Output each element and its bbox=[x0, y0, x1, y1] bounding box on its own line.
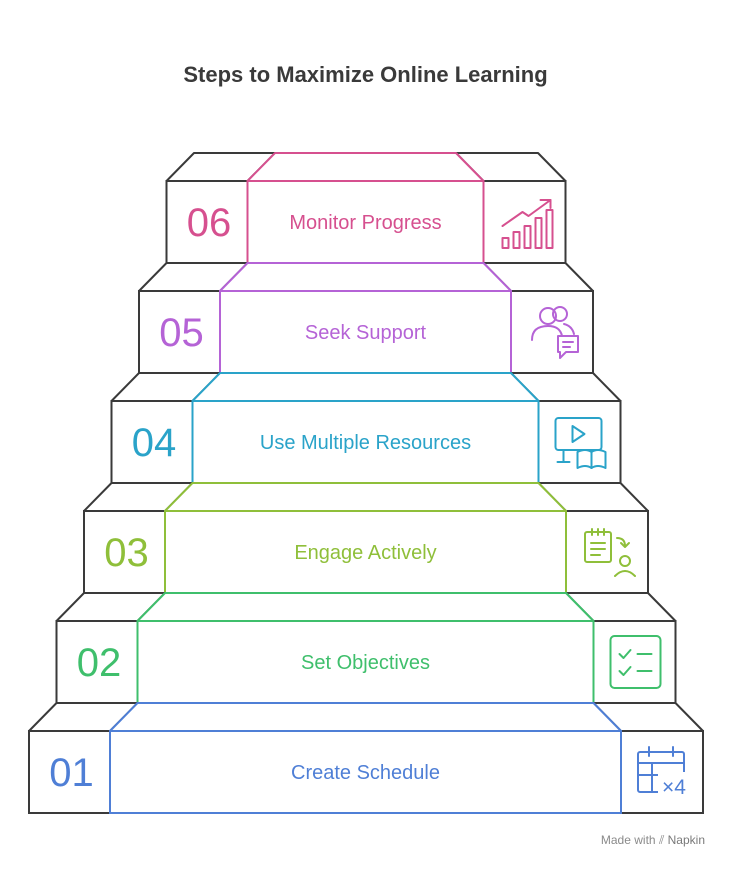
footer-attribution: Made with ⫽ Napkin bbox=[601, 833, 705, 848]
step-03: 03 Engage Actively bbox=[83, 482, 649, 594]
step-riser-center bbox=[109, 730, 622, 814]
step-tread-center bbox=[136, 592, 595, 622]
step-tread-center bbox=[191, 372, 540, 402]
step-riser-left bbox=[83, 510, 166, 594]
step-riser-center bbox=[219, 290, 512, 374]
step-riser-center bbox=[191, 400, 540, 484]
brand-name: Napkin bbox=[667, 833, 705, 847]
step-tread-center bbox=[109, 702, 622, 732]
step-riser-right bbox=[565, 510, 649, 594]
step-riser-left bbox=[110, 400, 194, 484]
step-05: 05 Seek Support bbox=[138, 262, 594, 374]
step-number: 06 bbox=[187, 201, 232, 245]
step-label: Set Objectives bbox=[301, 652, 430, 674]
engage-icon bbox=[584, 528, 636, 577]
step-riser-center bbox=[246, 180, 485, 264]
step-label: Engage Actively bbox=[294, 542, 436, 564]
step-riser-left bbox=[28, 730, 111, 814]
step-riser-right bbox=[592, 620, 677, 704]
step-number: 03 bbox=[104, 531, 149, 575]
page-title: Steps to Maximize Online Learning bbox=[183, 62, 548, 87]
step-number: 04 bbox=[132, 421, 177, 465]
step-06: 06 Monitor Progress bbox=[165, 152, 567, 264]
step-label: Seek Support bbox=[305, 322, 427, 344]
calendar-icon: ×4 bbox=[637, 746, 690, 799]
step-number: 05 bbox=[159, 311, 204, 355]
step-label: Monitor Progress bbox=[289, 212, 441, 234]
step-riser-center bbox=[164, 510, 567, 594]
growth-chart-icon bbox=[501, 199, 554, 249]
step-01: 01 Create Schedule ×4 bbox=[28, 702, 704, 814]
step-riser-right bbox=[537, 400, 622, 484]
napkin-logo-icon: ⫽ bbox=[658, 833, 665, 847]
step-label: Create Schedule bbox=[291, 762, 440, 784]
checklist-icon bbox=[609, 635, 662, 689]
step-04: 04 Use Multiple Resources bbox=[110, 372, 622, 484]
step-tread-center bbox=[219, 262, 512, 292]
step-riser-center bbox=[136, 620, 595, 704]
step-number: 01 bbox=[49, 751, 94, 795]
people-chat-icon bbox=[531, 306, 579, 359]
step-tread-center bbox=[246, 152, 485, 182]
step-label: Use Multiple Resources bbox=[260, 432, 471, 454]
made-with-text: Made with bbox=[600, 833, 656, 847]
svg-text:×4: ×4 bbox=[662, 776, 686, 799]
step-tread-center bbox=[164, 482, 567, 512]
step-number: 02 bbox=[77, 641, 122, 685]
video-book-icon bbox=[554, 417, 607, 469]
step-02: 02 Set Objectives bbox=[55, 592, 677, 704]
step-riser-right bbox=[510, 290, 594, 374]
